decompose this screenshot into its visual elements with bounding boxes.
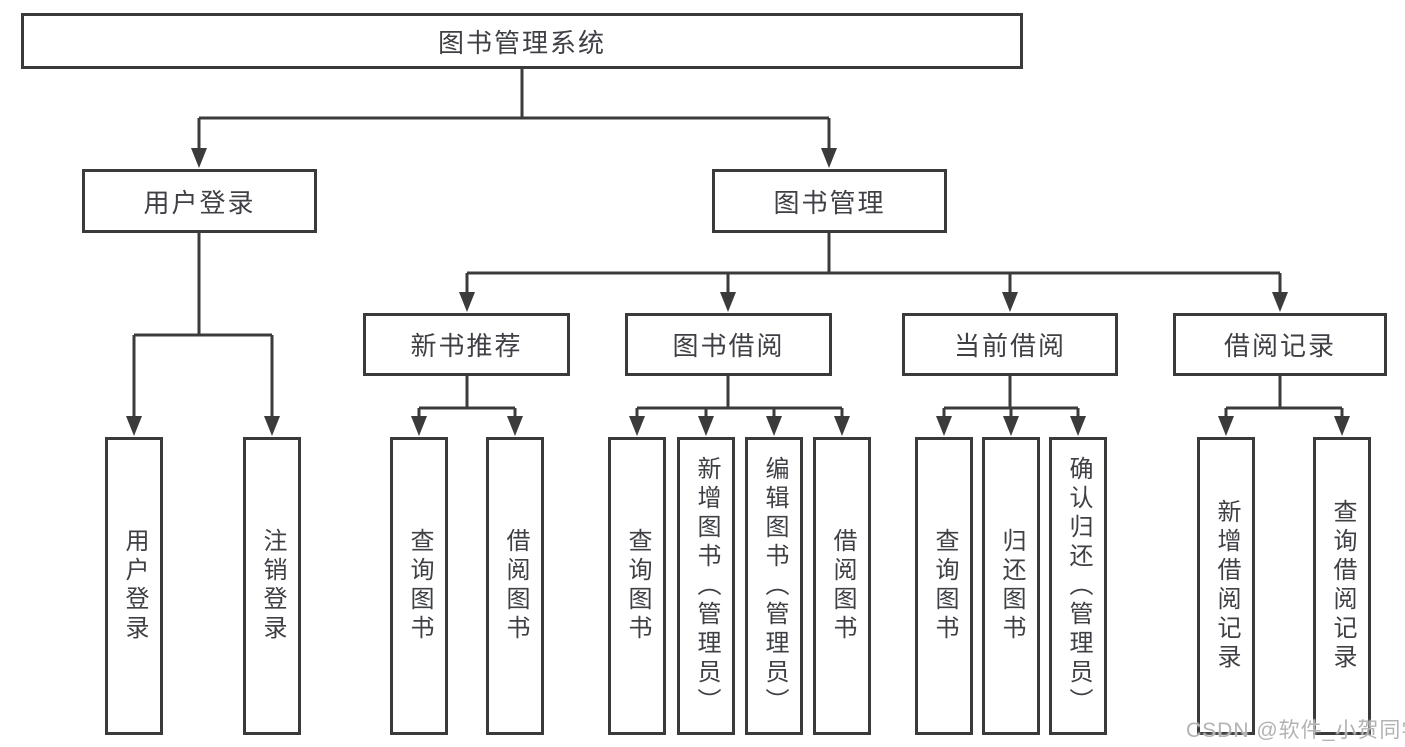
arrowhead-icon bbox=[411, 416, 427, 436]
arrowhead-icon bbox=[191, 148, 207, 168]
node-current-borrow: 当前借阅 bbox=[902, 313, 1118, 376]
leaf-logout: 注销登录 bbox=[243, 437, 301, 735]
arrowhead-icon bbox=[1272, 292, 1288, 312]
node-borrow-records: 借阅记录 bbox=[1173, 313, 1387, 376]
arrowhead-icon bbox=[1334, 416, 1350, 436]
arrowhead-icon bbox=[1070, 416, 1086, 436]
connector-book-management-branch bbox=[465, 233, 1282, 294]
node-book-borrow: 图书借阅 bbox=[625, 313, 832, 376]
leaf-query-borrow-record: 查询借阅记录 bbox=[1313, 437, 1371, 735]
leaf-add-books-admin: 新增图书（管理员） bbox=[677, 437, 735, 735]
arrowhead-icon bbox=[821, 148, 837, 168]
arrowhead-icon bbox=[1218, 416, 1234, 436]
csdn-watermark: CSDN @软件_小贺同学 bbox=[1186, 719, 1405, 742]
arrowhead-icon bbox=[507, 416, 523, 436]
arrowhead-icon bbox=[126, 416, 142, 436]
leaf-query-books-borrow: 查询图书 bbox=[608, 437, 666, 735]
node-root-system: 图书管理系统 bbox=[21, 13, 1023, 69]
connector-borrow-records-branch bbox=[1224, 376, 1344, 418]
arrowhead-icon bbox=[1003, 416, 1019, 436]
arrowhead-icon bbox=[936, 416, 952, 436]
connector-user-login-branch bbox=[132, 233, 274, 418]
leaf-edit-books-admin: 编辑图书（管理员） bbox=[745, 437, 803, 735]
arrowhead-icon bbox=[459, 292, 475, 312]
connector-root-to-level2 bbox=[197, 69, 831, 150]
arrowhead-icon bbox=[264, 416, 280, 436]
connector-current-borrow-branch bbox=[942, 376, 1080, 418]
node-user-login: 用户登录 bbox=[82, 169, 317, 233]
leaf-borrow-books: 借阅图书 bbox=[813, 437, 871, 735]
connector-book-borrow-branch bbox=[635, 376, 844, 418]
leaf-query-books-current: 查询图书 bbox=[915, 437, 973, 735]
node-book-management: 图书管理 bbox=[712, 169, 947, 233]
arrowhead-icon bbox=[834, 416, 850, 436]
arrowhead-icon bbox=[1002, 292, 1018, 312]
arrowhead-icon bbox=[629, 416, 645, 436]
arrowhead-icon bbox=[720, 292, 736, 312]
leaf-confirm-return-admin: 确认归还（管理员） bbox=[1049, 437, 1107, 735]
connector-new-book-branch bbox=[417, 376, 517, 418]
leaf-user-login: 用户登录 bbox=[105, 437, 163, 735]
node-new-book-recommend: 新书推荐 bbox=[363, 313, 570, 376]
arrowhead-icon bbox=[766, 416, 782, 436]
leaf-query-books-recommend: 查询图书 bbox=[390, 437, 448, 735]
leaf-add-borrow-record: 新增借阅记录 bbox=[1197, 437, 1255, 735]
leaf-return-books: 归还图书 bbox=[982, 437, 1040, 735]
leaf-borrow-books-recommend: 借阅图书 bbox=[486, 437, 544, 735]
arrowhead-icon bbox=[698, 416, 714, 436]
